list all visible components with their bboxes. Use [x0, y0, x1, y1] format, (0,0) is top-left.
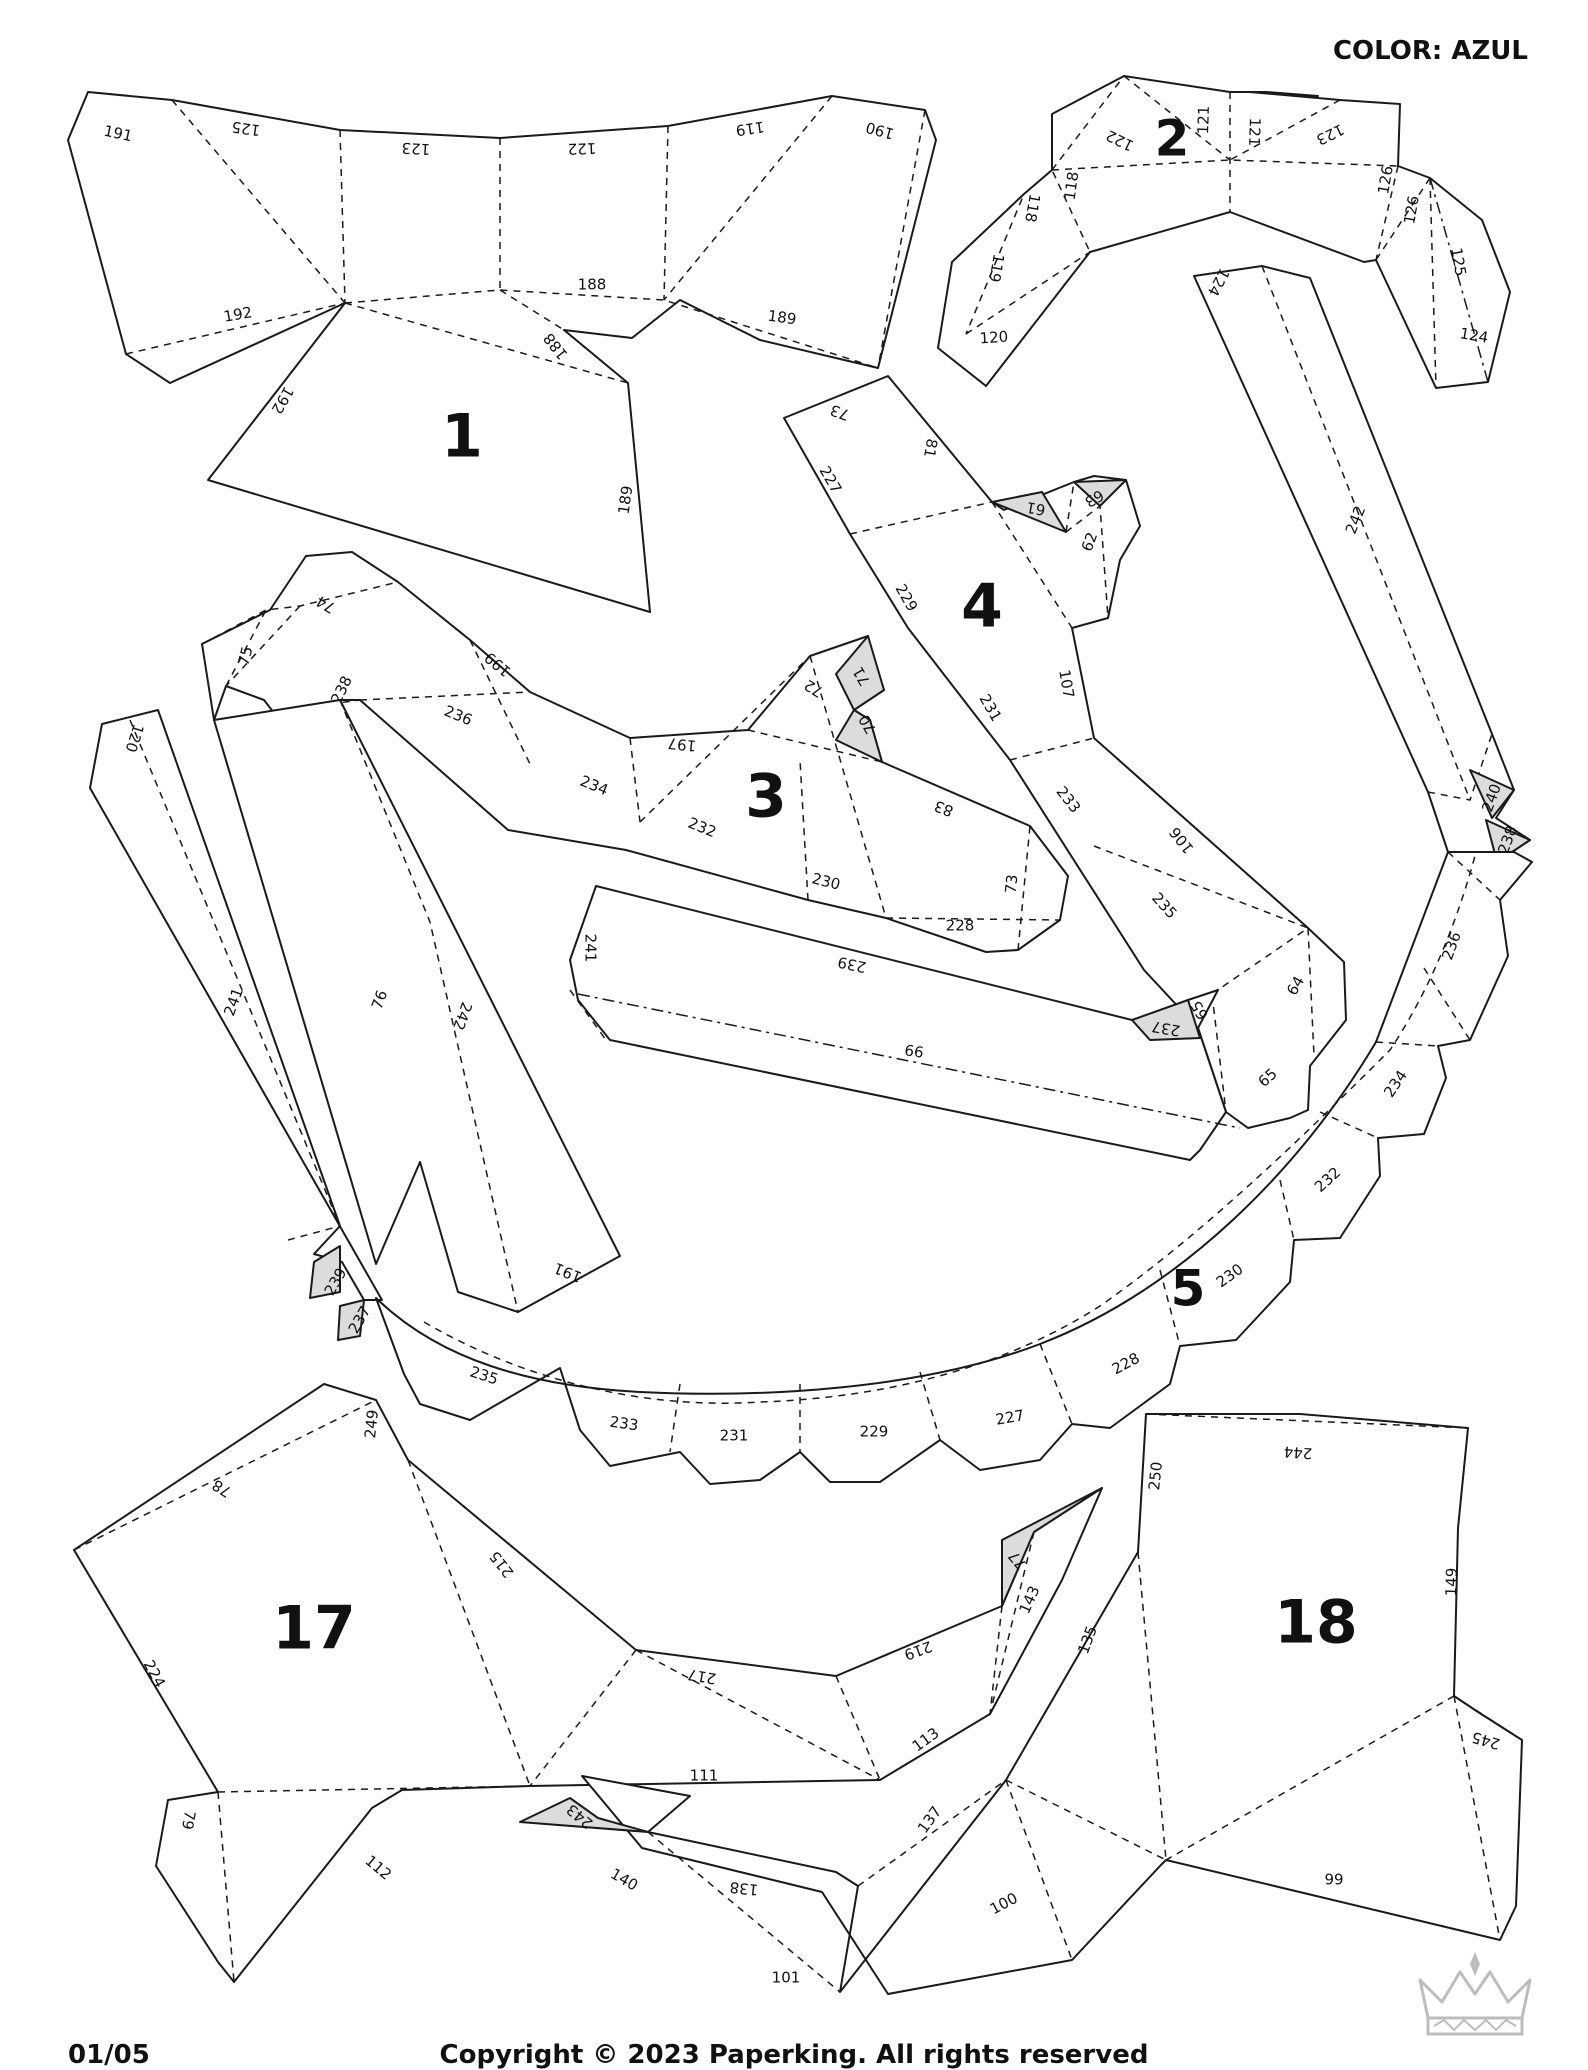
edge-label: 124 — [1458, 324, 1489, 347]
edge-label: 101 — [772, 1969, 801, 1987]
part-number: 2 — [1155, 110, 1190, 168]
edge-label: 107 — [1055, 668, 1078, 699]
edge-label: 192 — [222, 303, 253, 326]
edge-label: 120 — [979, 328, 1009, 348]
edge-label: 112 — [362, 1852, 396, 1884]
edge-label: 81 — [920, 437, 941, 459]
edge-label: 73 — [828, 401, 852, 424]
edge-label: 99 — [1324, 1871, 1343, 1889]
part-3: 74 75 199 238 240 236 234 197 72 71 70 2… — [201, 551, 1069, 953]
edge-label: 189 — [767, 307, 798, 329]
part-number: 3 — [745, 762, 787, 832]
edge-label: 137 — [914, 1803, 945, 1837]
edge-label: 189 — [615, 484, 637, 515]
edge-label: 73 — [1002, 874, 1022, 895]
edge-label: 121 — [1194, 105, 1213, 134]
strip-241-66: 241 239 237 65 66 — [569, 885, 1241, 1161]
part-17: 249 78 215 224 217 219 77 143 113 111 79… — [73, 1383, 1103, 1983]
edge-label: 138 — [729, 1878, 759, 1899]
edge-label: 197 — [667, 734, 697, 755]
edge-label: 119 — [735, 118, 766, 140]
edge-label: 62 — [1078, 530, 1101, 554]
edge-label: 237 — [1150, 1017, 1181, 1040]
part-number: 17 — [272, 1594, 356, 1664]
edge-label: 250 — [1145, 1461, 1166, 1491]
edge-label: 140 — [607, 1865, 641, 1895]
edge-label: 66 — [903, 1041, 924, 1061]
edge-label: 244 — [1283, 1443, 1313, 1463]
edge-label: 241 — [582, 934, 600, 963]
long-strip-242: 124 242 240 238 — [1193, 265, 1531, 859]
edge-label: 231 — [720, 1427, 749, 1445]
edge-label: 125 — [230, 118, 261, 140]
edge-label: 125 — [1447, 246, 1470, 277]
edge-label: 191 — [102, 122, 134, 146]
edge-label: 118 — [1061, 170, 1083, 201]
edge-label: 217 — [686, 1665, 717, 1688]
edge-label: 126 — [1400, 194, 1423, 225]
edge-label: 233 — [609, 1413, 640, 1435]
edge-label: 76 — [368, 988, 391, 1012]
edge-label: 229 — [860, 1423, 889, 1441]
part-4: 73 81 227 61 63 62 229 231 107 233 106 2… — [783, 375, 1347, 1129]
edge-label: 188 — [578, 276, 607, 294]
edge-label: 75 — [234, 644, 256, 667]
edge-label: 119 — [985, 252, 1008, 283]
edge-label: 227 — [994, 1406, 1025, 1429]
edge-label: 61 — [1025, 498, 1047, 519]
part-number: 4 — [961, 572, 1003, 642]
edge-label: 79 — [178, 1809, 199, 1831]
edge-label: 83 — [932, 797, 956, 821]
edge-label: 121 — [1245, 117, 1264, 146]
part-number: 1 — [441, 402, 483, 472]
crown-icon — [1418, 1952, 1532, 2036]
edge-label: 249 — [361, 1409, 382, 1439]
edge-label: 228 — [946, 917, 975, 935]
edge-label: 149 — [1442, 1567, 1461, 1596]
color-label: COLOR: AZUL — [1332, 36, 1528, 66]
edge-label: 122 — [567, 139, 596, 158]
edge-label: 126 — [1374, 164, 1397, 195]
edge-label: 239 — [836, 953, 868, 977]
edge-label: 118 — [1021, 192, 1044, 223]
part-2: 122 121 121 123 118 118 119 120 126 126 … — [937, 75, 1511, 389]
part-number: 5 — [1171, 1260, 1206, 1318]
edge-label: 111 — [690, 1767, 719, 1785]
left-strips: 120 241 239 237 76 242 191 — [89, 699, 621, 1341]
part-number: 18 — [1274, 1588, 1358, 1658]
part-1: 191 125 123 122 119 190 192 188 188 189 … — [67, 91, 937, 613]
copyright-notice: Copyright © 2023 Paperking. All rights r… — [439, 2040, 1149, 2070]
part-5: 235 233 231 229 227 228 230 232 234 236 … — [375, 851, 1533, 1485]
edge-label: 123 — [401, 139, 431, 158]
